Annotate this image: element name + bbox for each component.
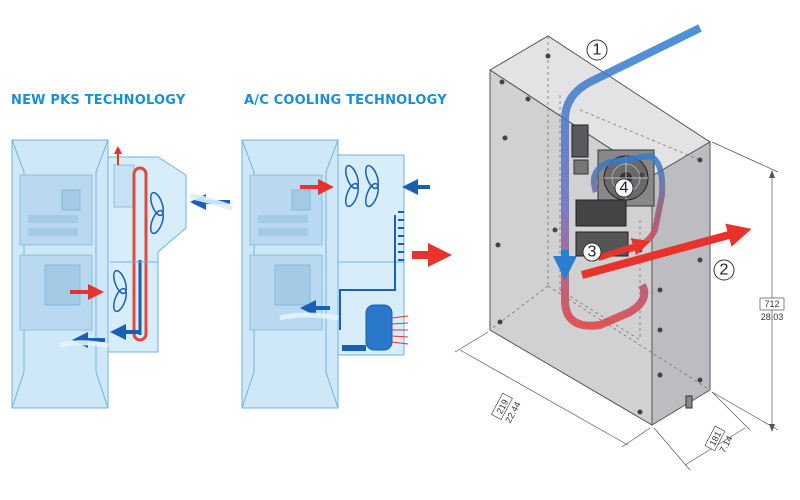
- ac-cabinet: [241, 139, 339, 409]
- svg-text:4: 4: [620, 180, 629, 197]
- internal-components: [571, 124, 629, 257]
- callout-2: 2: [713, 259, 735, 281]
- pks-cabinet: [11, 139, 109, 409]
- enclosure: [489, 35, 711, 426]
- svg-text:28.03: 28.03: [761, 312, 784, 322]
- pks-cooling-unit: [107, 156, 187, 353]
- pks-fan-icon: [150, 191, 164, 235]
- hot-inflow-arrow: [597, 238, 651, 261]
- ac-cooling-heading: A/C COOLING TECHNOLOGY: [244, 93, 447, 108]
- pks-technology-heading: NEW PKS TECHNOLOGY: [11, 93, 186, 108]
- svg-text:1: 1: [593, 42, 602, 59]
- svg-text:3: 3: [588, 244, 597, 261]
- hot-exhaust-arrow: [580, 223, 752, 279]
- svg-text:712: 712: [764, 299, 779, 309]
- airflow-loop-1: [561, 24, 702, 330]
- ac-fan-icon: [345, 164, 379, 208]
- callout-4: 4: [614, 178, 634, 198]
- pks-fan-icon-lower: [113, 269, 127, 313]
- dimension-width: 219 22.44: [454, 331, 651, 448]
- dimension-height: 712 28.03: [711, 141, 785, 432]
- ac-cooling-unit: [337, 154, 409, 356]
- compressor: [365, 304, 393, 351]
- callout-3: 3: [582, 242, 602, 262]
- svg-text:2: 2: [720, 262, 729, 279]
- callout-1: 1: [586, 39, 608, 61]
